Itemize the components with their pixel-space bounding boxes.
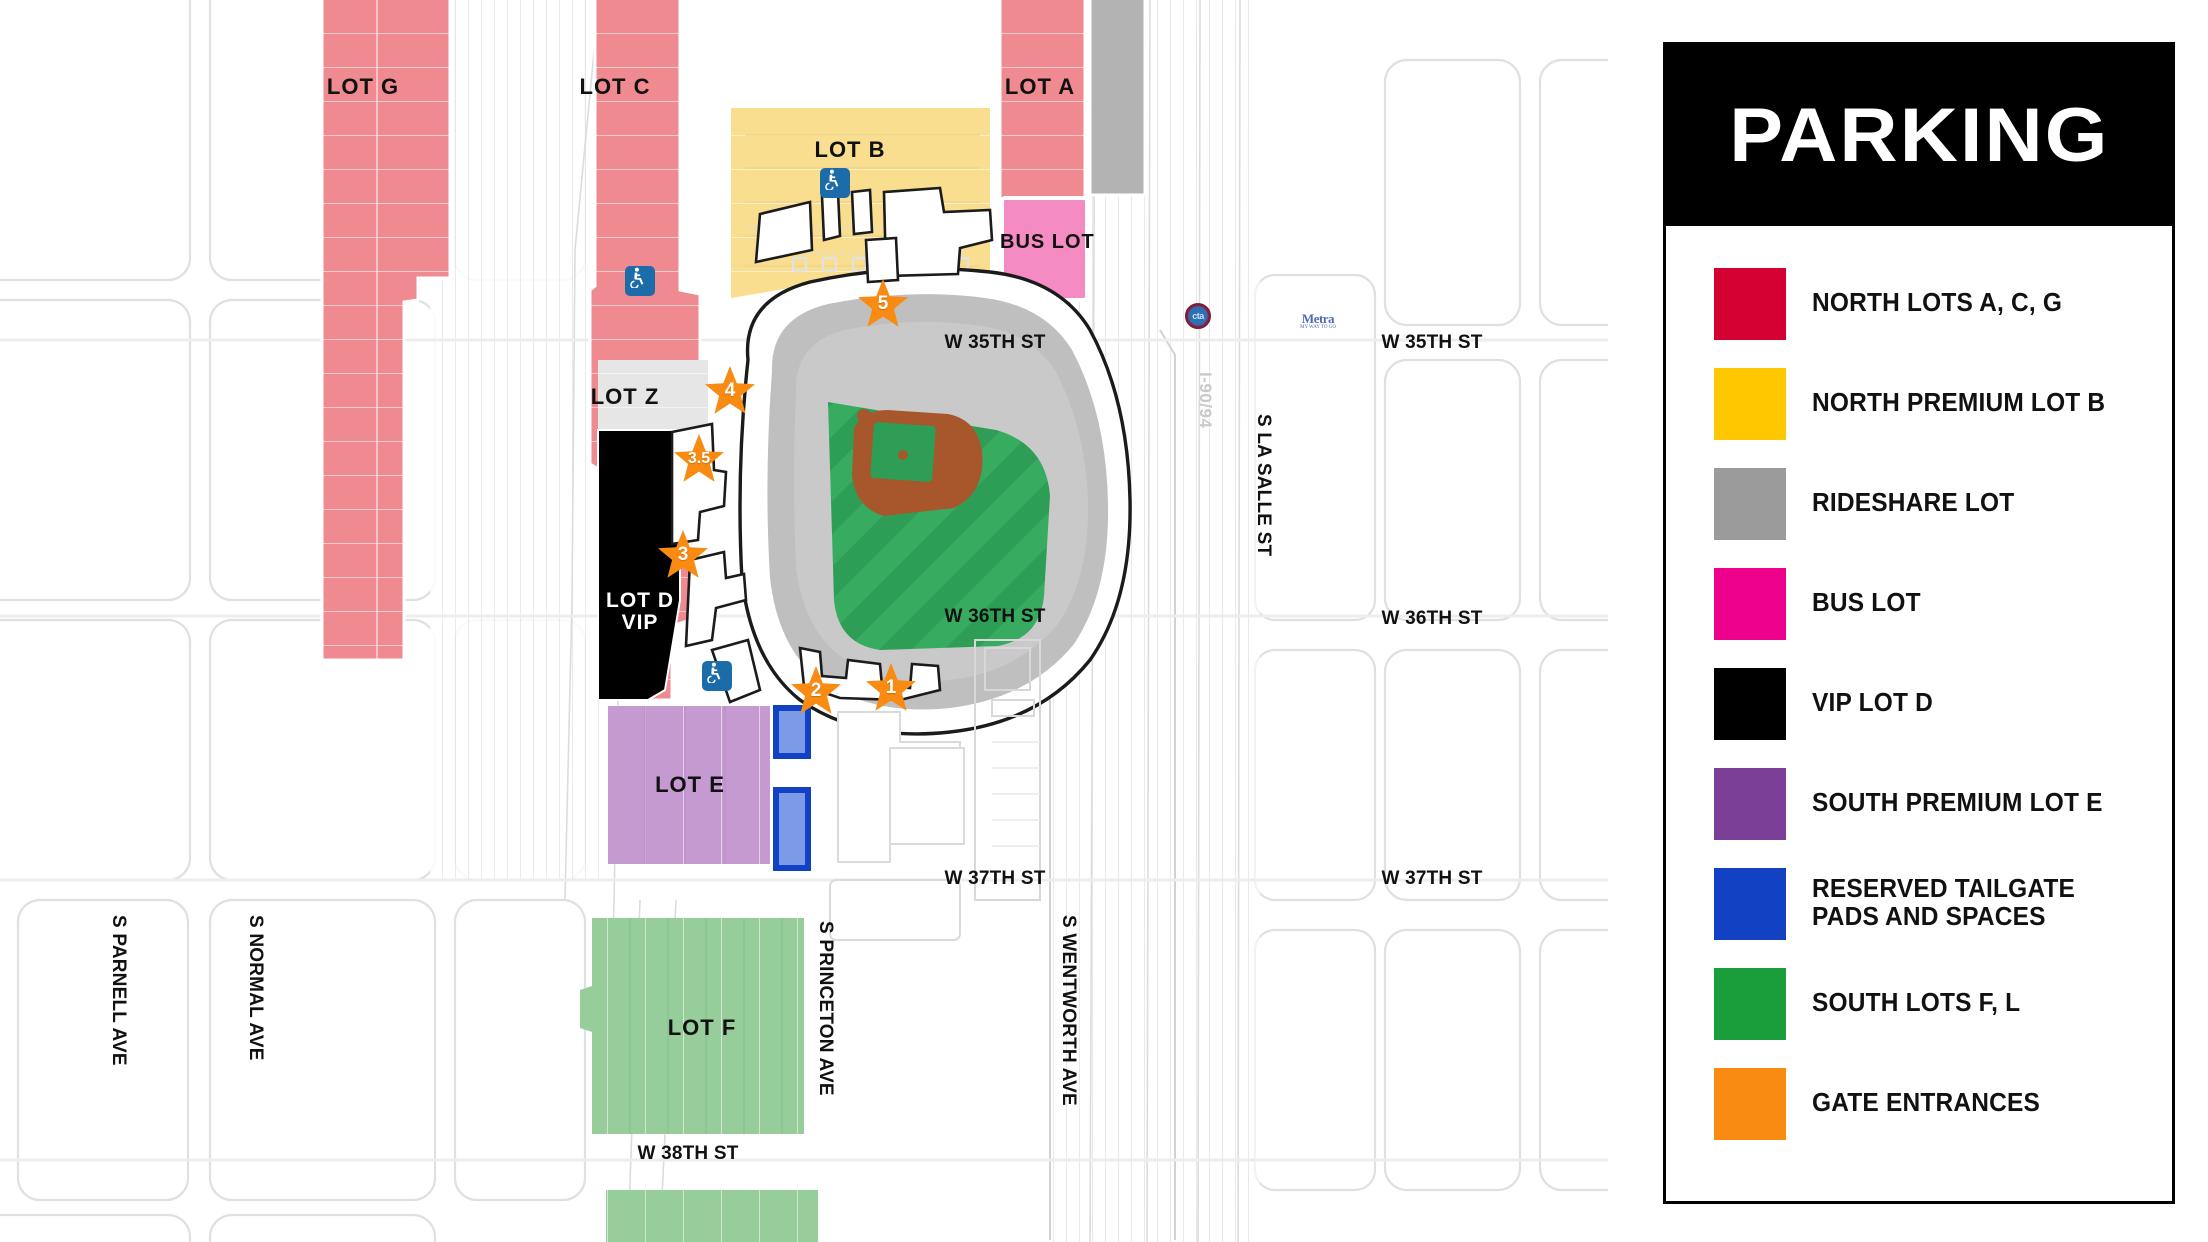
legend-swatch-south-lots-fl [1714,968,1786,1040]
gate-entrance-3-5[interactable]: 3.5 [672,432,726,486]
accessible-parking-icon-south [702,661,732,691]
gate-entrance-4[interactable]: 4 [703,364,757,418]
gate-number-3: 3 [677,544,689,565]
legend-header: PARKING [1666,45,2172,226]
gate-number-3-5: 3.5 [687,450,711,467]
legend-label-north-premium-lot-b: NORTH PREMIUM LOT B [1812,389,2106,418]
parking-legend-panel: PARKING NORTH LOTS A, C, G NORTH PREMIUM… [1663,42,2175,1204]
reserved-tailgate-pads [773,705,811,871]
gate-entrance-2[interactable]: 2 [789,664,843,718]
gate-entrance-5[interactable]: 5 [856,277,910,331]
legend-swatch-rideshare-lot [1714,468,1786,540]
lot-l-shape [606,1190,818,1242]
legend-label-rideshare-lot: RIDESHARE LOT [1812,489,2015,518]
legend-item-bus-lot[interactable]: BUS LOT [1666,554,2172,654]
gate-number-5: 5 [877,293,889,314]
legend-label-south-lots-fl: SOUTH LOTS F, L [1812,989,2021,1018]
accessible-parking-icon-lot-c [625,266,655,296]
legend-swatch-north-lots-acg [1714,268,1786,340]
lot-label-lot-d-vip: LOT D VIP [606,589,674,635]
street-label-w-35th-st-east: W 35TH ST [1381,332,1483,353]
gate-entrance-1[interactable]: 1 [864,661,918,715]
legend-item-rideshare-lot[interactable]: RIDESHARE LOT [1666,454,2172,554]
legend-item-north-premium-lot-b[interactable]: NORTH PREMIUM LOT B [1666,354,2172,454]
legend-swatch-bus-lot [1714,568,1786,640]
metra-tagline: MY WAY TO GO [1300,325,1336,330]
legend-swatch-vip-lot-d [1714,668,1786,740]
metra-icon: Metra MY WAY TO GO [1300,312,1336,330]
legend-swatch-gate-entrances [1714,1068,1786,1140]
street-label-s-la-salle-st: S LA SALLE ST [1252,413,1274,557]
stadium-shape [738,266,1132,736]
lot-label-lot-a: LOT A [1004,74,1076,99]
legend-swatch-north-premium-lot-b [1714,368,1786,440]
street-label-s-princeton-ave: S PRINCETON AVE [814,920,836,1096]
legend-label-bus-lot: BUS LOT [1812,589,1921,618]
legend-item-north-lots-acg[interactable]: NORTH LOTS A, C, G [1666,254,2172,354]
legend-label-gate-entrances: GATE ENTRANCES [1812,1089,2041,1118]
street-label-w-35th-st-west: W 35TH ST [944,332,1046,353]
legend-swatch-reserved-tailgate [1714,868,1786,940]
legend-title: PARKING [1728,93,2110,178]
stadium-parking-map[interactable]: LOT G LOT C LOT A LOT B BUS LOT LOT Z LO… [0,0,1608,1242]
street-label-s-parnell-ave: S PARNELL AVE [107,914,129,1066]
legend-item-gate-entrances[interactable]: GATE ENTRANCES [1666,1054,2172,1154]
gate-entrance-3[interactable]: 3 [656,528,710,582]
gate-number-1: 1 [885,677,897,698]
metra-wordmark: Metra [1301,311,1335,326]
legend-item-south-lots-fl[interactable]: SOUTH LOTS F, L [1666,954,2172,1054]
map-vector-layer [0,0,1608,1242]
legend-swatch-south-premium-lot-e [1714,768,1786,840]
lot-label-lot-f: LOT F [667,1015,737,1040]
street-label-w-38th-st: W 38TH ST [637,1143,739,1164]
lot-label-lot-c: LOT C [579,74,651,99]
gate-number-2: 2 [810,680,822,701]
street-label-s-normal-ave: S NORMAL AVE [244,915,266,1061]
legend-item-vip-lot-d[interactable]: VIP LOT D [1666,654,2172,754]
street-label-w-36th-st-west: W 36TH ST [944,606,1046,627]
lot-label-lot-g: LOT G [326,74,400,99]
highway-label-i-90-94: I-90/94 [1195,371,1215,429]
lot-label-lot-b: LOT B [814,137,886,162]
rideshare-lot-shape [1088,0,1147,197]
lot-e-shape [608,706,770,864]
legend-item-south-premium-lot-e[interactable]: SOUTH PREMIUM LOT E [1666,754,2172,854]
lot-f-shape [580,918,804,1134]
legend-items-list: NORTH LOTS A, C, G NORTH PREMIUM LOT B R… [1666,226,2172,1201]
legend-label-south-premium-lot-e: SOUTH PREMIUM LOT E [1812,789,2103,818]
street-label-s-wentworth-ave: S WENTWORTH AVE [1057,915,1079,1106]
legend-label-vip-lot-d: VIP LOT D [1812,689,1933,718]
street-label-w-37th-st-east: W 37TH ST [1381,868,1483,889]
lot-label-bus-lot: BUS LOT [1000,231,1095,253]
accessible-parking-icon-lot-b [820,168,850,198]
cta-icon: cta [1185,303,1211,329]
street-label-w-37th-st-west: W 37TH ST [944,868,1046,889]
legend-label-reserved-tailgate: RESERVED TAILGATE PADS AND SPACES [1812,875,2076,931]
gate-number-4: 4 [724,380,736,401]
lot-g-shape [320,0,452,662]
street-label-w-36th-st-east: W 36TH ST [1381,608,1483,629]
lot-label-lot-z: LOT Z [590,384,660,409]
legend-label-north-lots-acg: NORTH LOTS A, C, G [1812,289,2063,318]
lot-label-lot-e: LOT E [655,772,725,797]
legend-item-reserved-tailgate[interactable]: RESERVED TAILGATE PADS AND SPACES [1666,854,2172,954]
